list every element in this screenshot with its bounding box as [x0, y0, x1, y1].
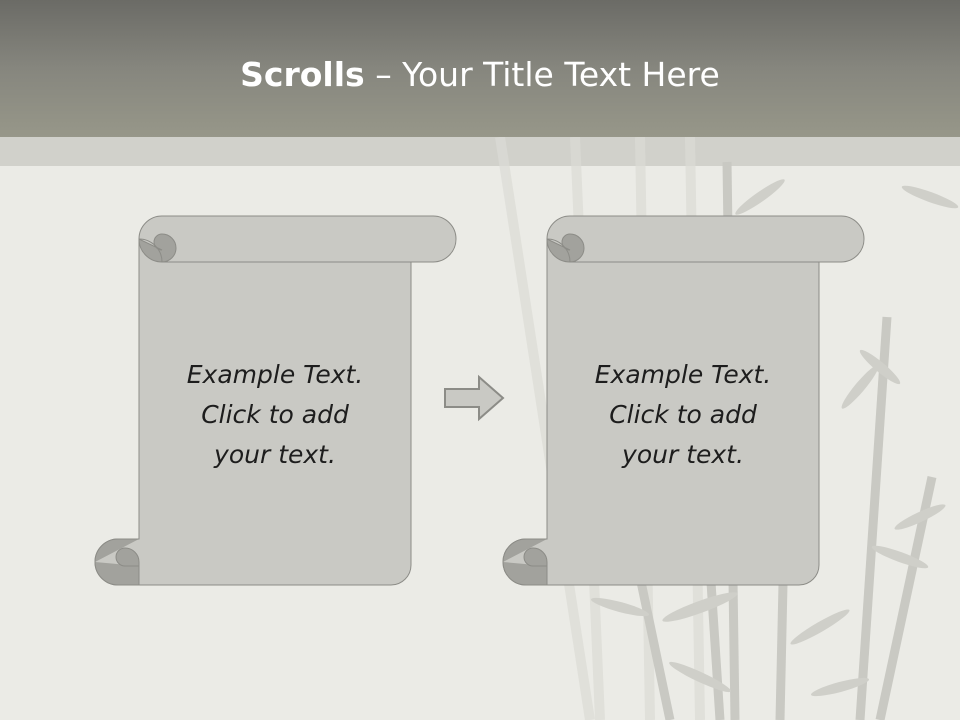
scroll-2-text[interactable]: Example Text. Click to add your text.: [594, 360, 772, 469]
title-rest: – Your Title Text Here: [364, 55, 720, 94]
scroll-1[interactable]: Example Text. Click to add your text.: [90, 210, 470, 595]
arrow-right-icon: [444, 374, 505, 422]
scroll-2[interactable]: Example Text. Click to add your text.: [498, 210, 878, 595]
title-band: [0, 137, 960, 166]
slide-title[interactable]: Scrolls – Your Title Text Here: [0, 52, 960, 98]
scroll-1-text[interactable]: Example Text. Click to add your text.: [186, 360, 364, 469]
title-bar: [0, 0, 960, 137]
scroll-shape: [94, 215, 457, 586]
title-bold: Scrolls: [240, 55, 365, 94]
scroll-shape: [502, 215, 865, 586]
